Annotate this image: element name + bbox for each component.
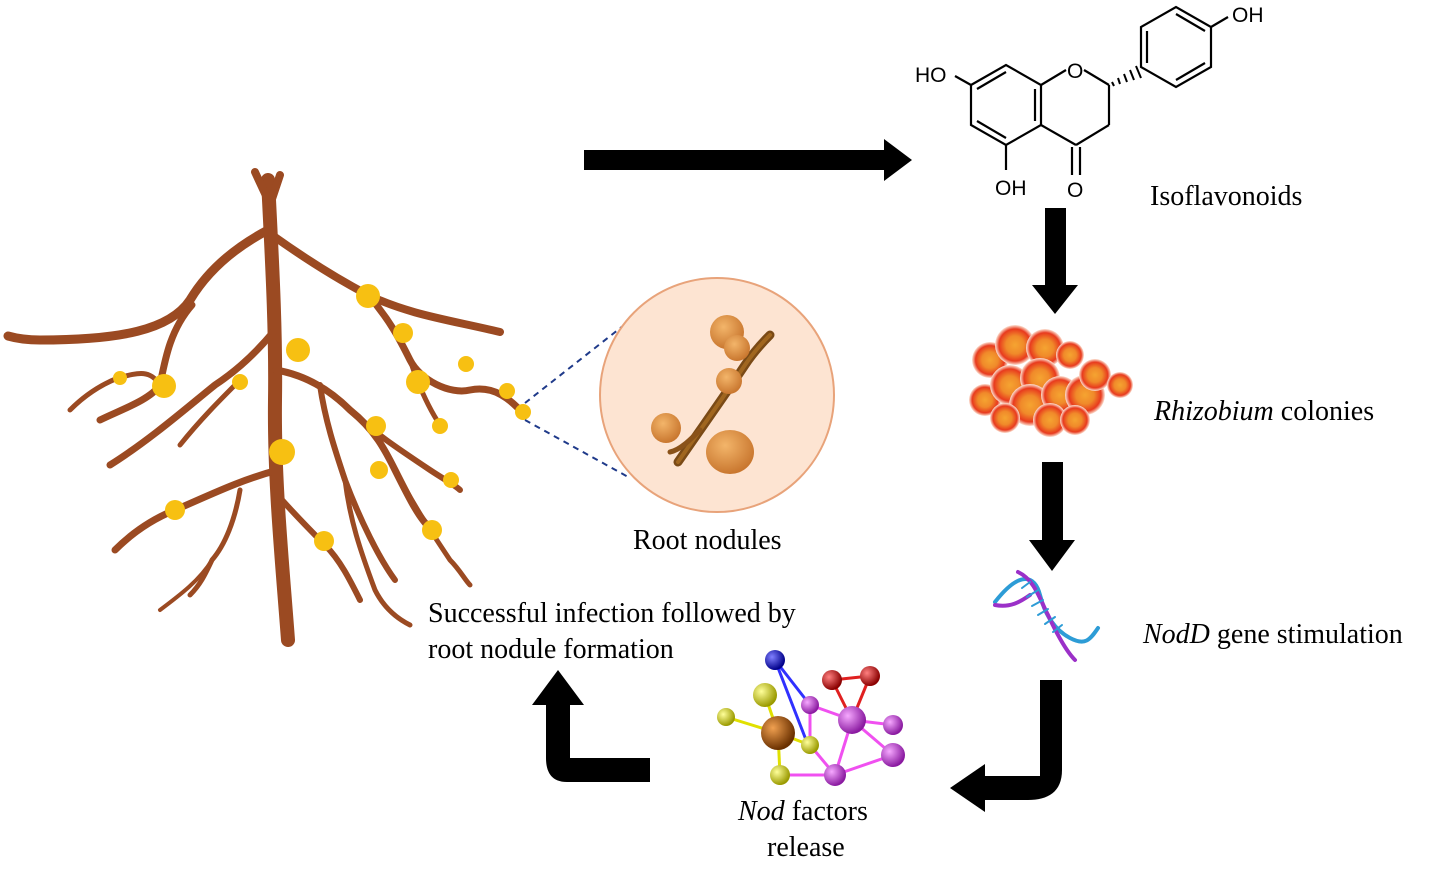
label-rhizobium-rest: colonies (1273, 396, 1375, 427)
taproot-tip (251, 168, 284, 209)
nodule (366, 416, 386, 436)
arrow-to-nod-factors (950, 680, 1062, 812)
label-isoflavonoids: Isoflavonoids (1150, 181, 1303, 212)
root-branch (3, 225, 273, 345)
root-nodule-dots (113, 284, 531, 551)
rhizobium-colony (969, 325, 1133, 437)
nodule (458, 356, 474, 372)
nodule (152, 374, 176, 398)
isoflavonoid-structure (954, 5, 1229, 175)
nodule (356, 284, 380, 308)
nodule (515, 404, 531, 420)
inset-nodule (651, 413, 681, 443)
label-root-nodules: Root nodules (633, 525, 782, 556)
root-system (3, 168, 526, 647)
nodule (314, 531, 334, 551)
nodule (286, 338, 310, 362)
label-nod-release: release (767, 832, 845, 863)
arrow-to-isoflavonoids (584, 139, 912, 181)
nodule (422, 520, 442, 540)
atom-ring-o: O (1067, 60, 1083, 83)
dna-helix-icon (993, 570, 1100, 662)
root-branch (96, 301, 196, 424)
molecule-atom-labels: HO OH OH O O (915, 4, 1264, 202)
root-branch (342, 477, 413, 628)
label-nod-italic: Nod (738, 796, 785, 827)
root-branch (111, 466, 282, 554)
nodule (406, 370, 430, 394)
label-nod-rest: factors (784, 796, 868, 827)
atom-oh-bottom: OH (995, 177, 1027, 200)
inset-nodule (706, 430, 754, 474)
nodule (113, 371, 127, 385)
label-infection-line2: root nodule formation (428, 634, 674, 665)
label-rhizobium-italic: Rhizobium (1154, 396, 1274, 427)
atom-ho-left: HO (915, 64, 947, 87)
inset-nodule (716, 368, 742, 394)
label-nod-factors: Nod factors (738, 796, 868, 827)
nodule (269, 439, 295, 465)
nodule (499, 383, 515, 399)
atom-carbonyl-o: O (1067, 179, 1083, 202)
root-nodules-inset (599, 277, 835, 513)
label-nodd-rest: gene stimulation (1209, 619, 1403, 650)
taproot (261, 173, 295, 647)
nodule (443, 472, 459, 488)
nodule (232, 374, 248, 390)
root-branch (106, 326, 279, 469)
arrow-to-infection (532, 670, 650, 782)
label-infection-line1: Successful infection followed by (428, 598, 796, 629)
label-nodd-italic: NodD (1143, 619, 1210, 650)
nodule (370, 461, 388, 479)
label-nodd-gene-stimulation: NodD gene stimulation (1143, 619, 1403, 650)
zoom-lines (524, 321, 631, 479)
nodule (432, 418, 448, 434)
inset-nodule (724, 335, 750, 361)
inset-root-branch (667, 427, 703, 455)
label-rhizobium-colonies: Rhizobium colonies (1154, 396, 1374, 427)
root-branch (364, 291, 526, 416)
nodule (393, 323, 413, 343)
nod-factor-molecule (717, 650, 905, 786)
atom-oh-top: OH (1232, 4, 1264, 27)
arrow-to-rhizobium (1032, 208, 1078, 314)
inset-circle (599, 277, 835, 513)
root-branch (387, 457, 473, 588)
arrow-to-nodd (1029, 462, 1075, 571)
root-branch (158, 558, 214, 612)
nodule (165, 500, 185, 520)
